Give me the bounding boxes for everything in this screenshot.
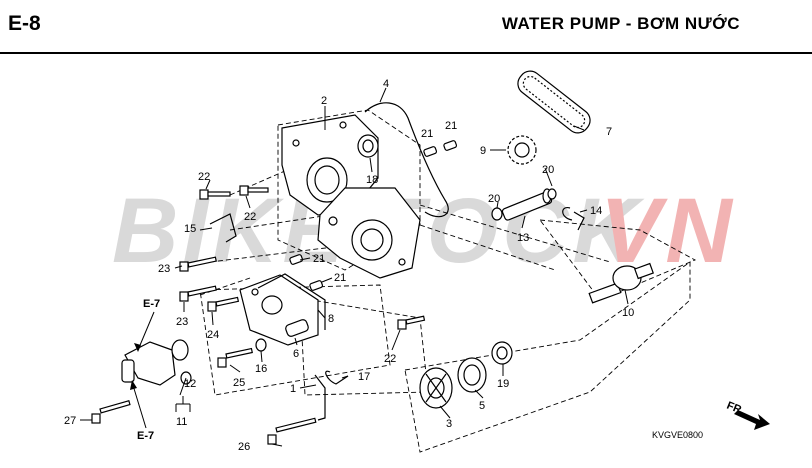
- reference-e7-top: E-7: [143, 298, 160, 310]
- impeller: [419, 367, 453, 409]
- callout-23-b: 23: [176, 316, 188, 328]
- section-code: E-8: [8, 12, 41, 35]
- bracket-15: [209, 213, 237, 243]
- reference-e7-bottom: E-7: [137, 430, 154, 442]
- callout-20-upper: 20: [542, 164, 554, 176]
- callout-5: 5: [479, 400, 485, 412]
- bolt-22-mid: [239, 185, 269, 196]
- callout-20-lower: 20: [488, 193, 500, 205]
- dowel-pins: [289, 140, 458, 291]
- clamp: [325, 370, 349, 385]
- leader-lines: [80, 87, 629, 447]
- callout-18: 18: [366, 174, 378, 186]
- catalog-code: KVGVE0800: [652, 430, 704, 440]
- callout-26: 26: [238, 441, 250, 453]
- bolt-26: [267, 417, 317, 445]
- callout-25: 25: [233, 377, 245, 389]
- callout-10: 10: [622, 307, 634, 319]
- bolt-24: [207, 296, 240, 312]
- callout-8: 8: [328, 313, 334, 325]
- page-title: WATER PUMP - BƠM NƯỚC: [501, 14, 740, 33]
- washer-lower: [491, 207, 503, 221]
- callout-16: 16: [255, 363, 267, 375]
- inner-cover: [239, 274, 319, 346]
- callout-13: 13: [517, 232, 529, 244]
- bolt-27: [91, 399, 131, 424]
- callout-17: 17: [358, 371, 370, 383]
- callout-21-a: 21: [421, 128, 433, 140]
- pump-body: [317, 187, 421, 279]
- callout-27: 27: [64, 415, 76, 427]
- callout-24: 24: [207, 329, 219, 341]
- callout-2: 2: [321, 95, 327, 107]
- callout-3: 3: [446, 418, 452, 430]
- drive-chain: [517, 70, 591, 134]
- callout-9: 9: [480, 145, 486, 157]
- impeller-shaft: [588, 262, 654, 304]
- bolt-22-upper: [199, 189, 231, 200]
- callout-21-d: 21: [334, 272, 346, 284]
- bolt-25: [217, 347, 253, 368]
- callout-11: 11: [176, 416, 187, 428]
- clip: [562, 206, 585, 231]
- callout-7: 7: [606, 126, 612, 138]
- bolt-22-lower: [397, 315, 426, 330]
- callout-22-upper: 22: [198, 171, 210, 183]
- mounting-bracket: [314, 374, 326, 421]
- oil-seal: [491, 341, 513, 365]
- callout-22-lower: 22: [384, 353, 396, 365]
- sprocket: [507, 135, 537, 165]
- callout-6: 6: [293, 348, 299, 360]
- sealing-washer: [255, 338, 267, 352]
- bolts: [91, 185, 426, 445]
- leader-arrowheads: [130, 343, 141, 390]
- watermark-text-tail: VN: [600, 180, 736, 282]
- callout-1: 1: [290, 383, 296, 395]
- front-direction-indicator: FR.: [725, 400, 770, 430]
- gasket: [257, 273, 326, 330]
- callout-labels: 1 2 3 4 5 6 7 8 9 10 11 12 13 14 15 16 1…: [64, 78, 634, 453]
- callout-14: 14: [590, 205, 602, 217]
- bolt-23-b: [179, 285, 217, 302]
- callout-22-mid: 22: [244, 211, 256, 223]
- callout-4: 4: [383, 78, 389, 90]
- callout-21-c: 21: [313, 253, 325, 265]
- mechanical-seal: [457, 357, 487, 393]
- water-pipe-fitting: [121, 339, 189, 386]
- callout-19: 19: [497, 378, 509, 390]
- callout-12: 12: [184, 378, 196, 390]
- callout-15: 15: [184, 223, 196, 235]
- o-ring: [364, 102, 449, 218]
- header-divider: [0, 52, 812, 54]
- callout-23-a: 23: [158, 263, 170, 275]
- callout-21-b: 21: [445, 120, 457, 132]
- washer-upper: [547, 188, 557, 200]
